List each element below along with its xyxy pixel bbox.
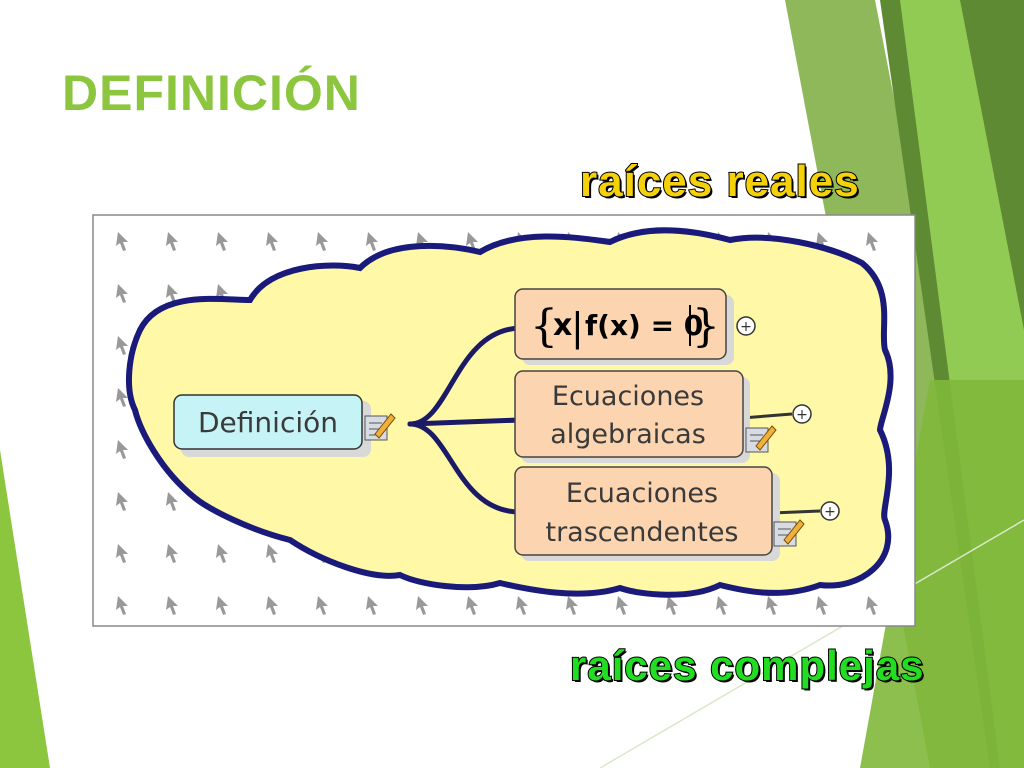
wordart-raices-reales: raíces reales bbox=[579, 156, 860, 207]
deco-triangle-left bbox=[0, 450, 50, 768]
expand-plus-icon: + bbox=[796, 407, 808, 423]
formula-separator: | bbox=[571, 305, 584, 350]
deco-stripe-mid bbox=[860, 380, 1024, 768]
expand-plus-icon: + bbox=[824, 504, 836, 520]
expand-connector-2 bbox=[741, 412, 793, 420]
slide-title: DEFINICIÓN bbox=[62, 65, 361, 121]
formula-expression: f(x) = 0 bbox=[585, 309, 703, 342]
connector-1 bbox=[407, 325, 523, 427]
connector-2 bbox=[407, 417, 523, 427]
branch-ecuaciones-algebraicas[interactable]: Ecuaciones algebraicas + bbox=[514, 370, 812, 463]
branch-ecuaciones-trascendentes[interactable]: Ecuaciones trascendentes + bbox=[514, 466, 840, 561]
notes-pencil-icon bbox=[364, 413, 396, 441]
notes-pencil-icon bbox=[773, 519, 805, 547]
branch-2-line-1: Ecuaciones bbox=[552, 381, 704, 412]
expand-plus-icon: + bbox=[740, 319, 752, 335]
branch-connectors bbox=[407, 325, 523, 515]
formula-variable: x bbox=[553, 308, 572, 343]
branch-3-line-1: Ecuaciones bbox=[566, 478, 718, 509]
connector-3 bbox=[407, 421, 523, 515]
notes-pencil-icon bbox=[745, 425, 777, 453]
central-topic[interactable]: Definición bbox=[173, 394, 396, 457]
formula-close-brace: } bbox=[692, 301, 720, 352]
wordart-raices-complejas: raíces complejas bbox=[569, 641, 925, 690]
expand-button-1[interactable]: + bbox=[736, 316, 756, 336]
expand-button-2[interactable]: + bbox=[792, 404, 812, 424]
central-topic-label: Definición bbox=[198, 406, 338, 439]
branch-formula[interactable]: { x | f(x) = 0 } + bbox=[514, 288, 756, 365]
deco-thin-line bbox=[599, 519, 1024, 768]
branch-3-line-2: trascendentes bbox=[546, 517, 739, 548]
expand-button-3[interactable]: + bbox=[820, 501, 840, 521]
formula-open-brace: { bbox=[530, 301, 558, 352]
branch-2-line-2: algebraicas bbox=[550, 419, 706, 450]
